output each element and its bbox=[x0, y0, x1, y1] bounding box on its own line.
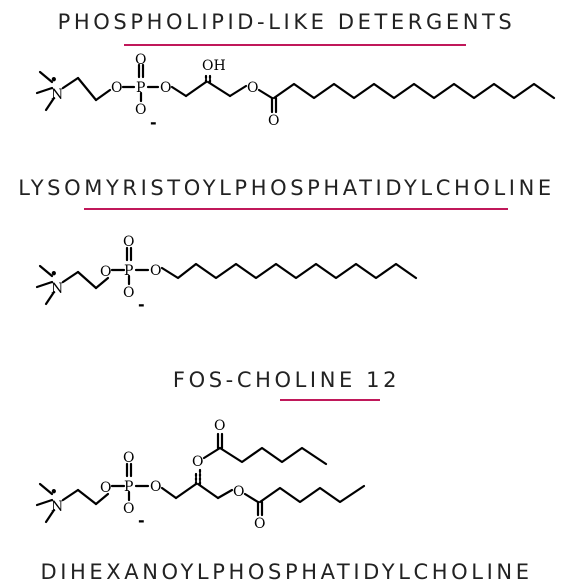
oxygen-atom: O bbox=[123, 501, 134, 517]
oxygen-atom: O bbox=[123, 450, 134, 466]
oxygen-atom: O bbox=[233, 484, 244, 500]
compound-underline-fos-choline-12 bbox=[280, 399, 380, 401]
oxygen-atom: O bbox=[254, 516, 265, 532]
structure-dihexanoylpc: N • O P O O - O O O O O bbox=[35, 418, 366, 532]
phosphorus-atom: P bbox=[136, 80, 145, 96]
oxygen-atom: O bbox=[268, 113, 279, 129]
negative-charge: - bbox=[150, 113, 157, 132]
oxygen-atom: O bbox=[123, 285, 134, 301]
oxygen-atom: O bbox=[150, 263, 161, 279]
positive-charge: • bbox=[50, 267, 58, 281]
hydroxyl-group: OH bbox=[202, 58, 226, 74]
oxygen-atom: O bbox=[123, 234, 134, 250]
structure-lysomyristoylpc: N • O P O O - O OH O O bbox=[35, 52, 556, 132]
positive-charge: • bbox=[50, 73, 58, 87]
nitrogen-atom: N bbox=[51, 281, 63, 297]
compound-name-dihexanoylpc: DIHEXANOYLPHOSPHATIDYLCHOLINE bbox=[40, 560, 533, 584]
oxygen-atom: O bbox=[192, 454, 203, 470]
compound-name-lysomyristoylpc: LYSOMYRISTOYLPHOSPHATIDYLCHOLINE bbox=[18, 176, 555, 200]
oxygen-atom: O bbox=[111, 80, 122, 96]
section-title: PHOSPHOLIPID-LIKE DETERGENTS bbox=[57, 10, 516, 34]
oxygen-atom: O bbox=[100, 480, 111, 496]
nitrogen-atom: N bbox=[51, 499, 63, 515]
oxygen-atom: O bbox=[160, 80, 171, 96]
compound-underline-lysomyristoylpc bbox=[84, 208, 508, 210]
oxygen-atom: O bbox=[135, 52, 146, 68]
positive-charge: • bbox=[50, 485, 58, 499]
compound-name-fos-choline-12: FOS-CHOLINE 12 bbox=[172, 368, 401, 392]
oxygen-atom: O bbox=[214, 418, 225, 434]
phosphorus-atom: P bbox=[124, 263, 133, 279]
oxygen-atom: O bbox=[135, 102, 146, 118]
structure-fos-choline-12: N • O P O O - O bbox=[35, 234, 418, 314]
oxygen-atom: O bbox=[247, 80, 258, 96]
title-underline bbox=[124, 44, 466, 46]
negative-charge: - bbox=[138, 511, 145, 530]
nitrogen-atom: N bbox=[51, 87, 63, 103]
negative-charge: - bbox=[138, 295, 145, 314]
oxygen-atom: O bbox=[100, 264, 111, 280]
oxygen-atom: O bbox=[150, 479, 161, 495]
phosphorus-atom: P bbox=[124, 479, 133, 495]
